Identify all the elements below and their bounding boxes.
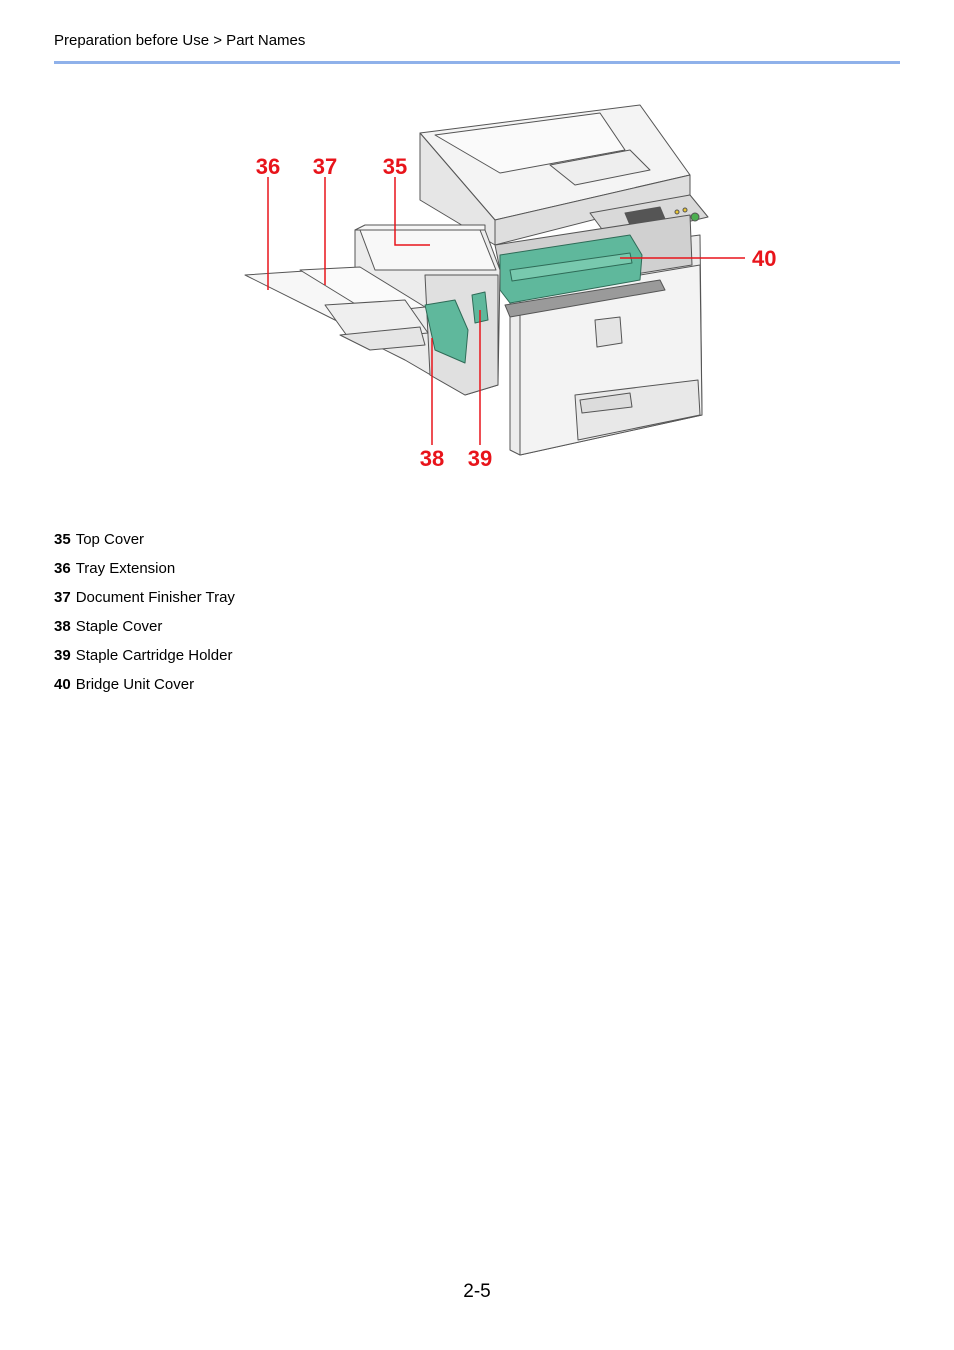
printer-illustration: 36 37 35 40 38 39 xyxy=(230,95,790,480)
legend-number: 39 xyxy=(54,647,71,664)
callout-39: 39 xyxy=(468,446,492,471)
legend-number: 35 xyxy=(54,531,71,548)
callout-35: 35 xyxy=(383,154,407,179)
callout-37: 37 xyxy=(313,154,337,179)
legend-label: Staple Cartridge Holder xyxy=(75,647,233,664)
breadcrumb: Preparation before Use > Part Names xyxy=(54,32,306,49)
legend-label: Bridge Unit Cover xyxy=(75,676,195,693)
callout-36: 36 xyxy=(256,154,280,179)
legend-number: 36 xyxy=(54,560,71,577)
legend-label: Top Cover xyxy=(75,531,145,548)
legend-label: Document Finisher Tray xyxy=(75,589,235,606)
callout-40: 40 xyxy=(752,246,776,271)
callout-38: 38 xyxy=(420,446,444,471)
printer-svg: 36 37 35 40 38 39 xyxy=(244,104,776,471)
legend-number: 40 xyxy=(54,676,71,693)
header-rule xyxy=(54,61,900,64)
legend-number: 37 xyxy=(54,589,71,606)
page-number: 2-5 xyxy=(463,1281,491,1302)
legend-number: 38 xyxy=(54,618,71,635)
legend-label: Staple Cover xyxy=(75,618,163,635)
legend-label: Tray Extension xyxy=(75,560,176,577)
